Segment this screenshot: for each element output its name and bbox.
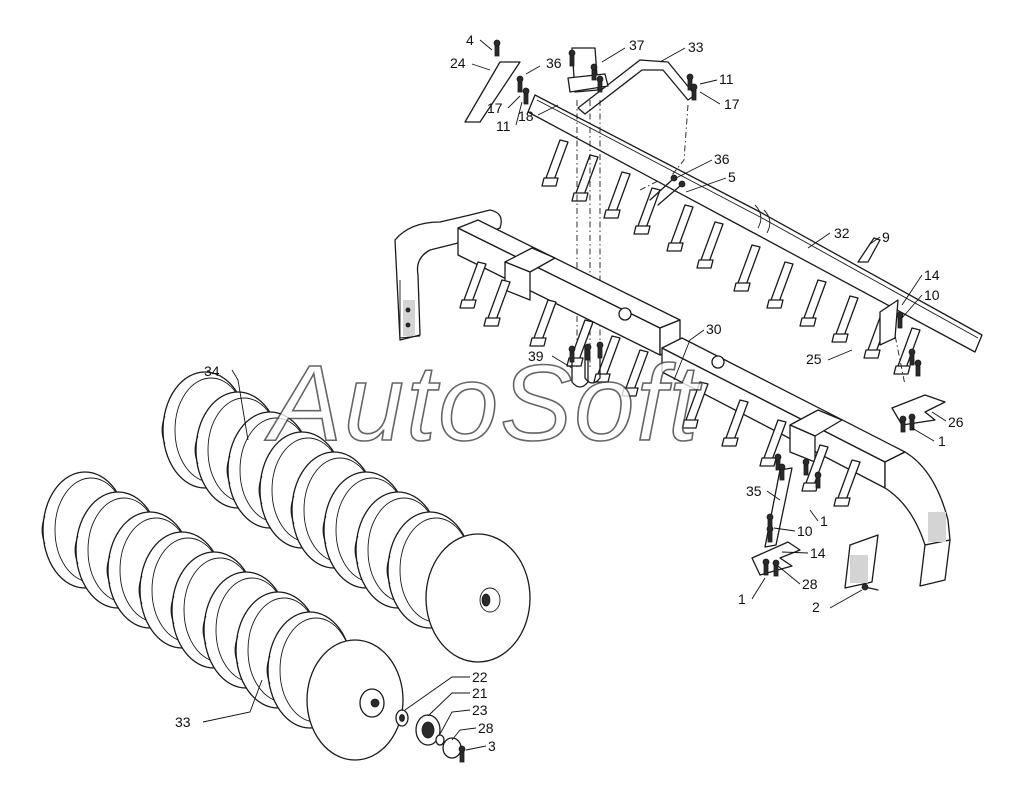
callout-33: 33 [175,714,191,730]
pin-9 [857,237,881,263]
roller-33 [41,471,404,761]
handle-bracket-32 [577,59,696,115]
callout-9: 9 [882,229,890,245]
frame-right [661,337,951,589]
callout-31: 32 [834,225,850,241]
hub-parts [395,709,466,763]
callout-22: 22 [472,669,488,685]
callout-11b: 11 [719,71,734,87]
callout-labels: 4 24 36 17 11 18 37 33 11 17 36 5 32 9 1… [175,32,964,754]
callout-10b: 10 [797,523,813,539]
callout-36b: 36 [714,151,730,167]
callout-39: 39 [528,348,544,364]
u-bolts-39 [568,341,604,388]
share-26 [891,348,946,433]
callout-14b: 14 [810,545,826,561]
callout-26: 26 [948,414,964,430]
callout-1b: 1 [820,513,828,529]
leader-lines [202,39,947,751]
callout-21: 21 [472,685,488,701]
roller-34 [161,371,531,663]
callout-11: 11 [496,118,511,134]
callout-35: 35 [746,483,762,499]
link-plate-24 [464,39,530,123]
bolt-2 [861,583,879,591]
bracket-25 [879,299,904,346]
callout-32: 33 [688,39,704,55]
callout-23: 23 [472,702,488,718]
watermark-text: AutoSoft [264,342,702,463]
strut-35-share-27 [751,453,822,577]
callout-30: 30 [706,321,722,337]
frame-left [394,209,681,397]
callout-2: 2 [812,599,820,615]
callout-28: 28 [478,720,494,736]
bracket-37 [567,47,609,93]
callout-1: 1 [938,433,946,449]
callout-1c: 1 [738,591,746,607]
callout-4: 4 [466,32,474,48]
callout-3: 3 [488,738,496,754]
callout-10: 10 [924,287,940,303]
callout-36: 36 [546,55,562,71]
callout-27: 28 [802,576,818,592]
callout-37: 37 [629,37,645,53]
callout-24: 24 [450,55,466,71]
callout-17b: 17 [724,96,740,112]
callout-17: 17 [487,100,503,116]
callout-18: 18 [518,108,534,124]
callout-14: 14 [924,267,940,283]
callout-34: 34 [204,363,220,379]
tooth-bar-31 [527,94,983,375]
callout-5: 5 [728,169,736,185]
callout-25: 25 [806,351,822,367]
